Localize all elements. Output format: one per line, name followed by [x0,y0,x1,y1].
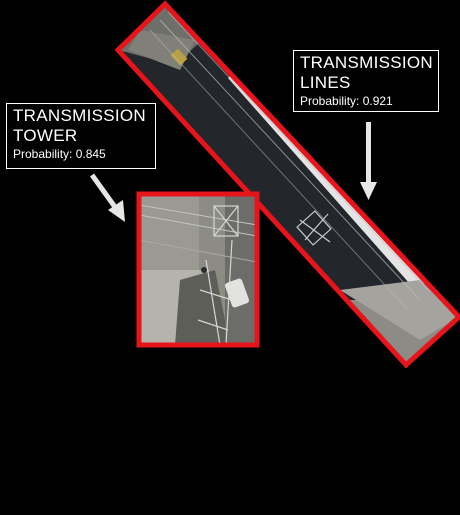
transmission-tower-image-crop [139,194,257,345]
transmission-tower-arrow [89,173,125,222]
transmission-lines-arrow [360,122,377,200]
transmission-lines-title: TRANSMISSION LINES [300,53,434,92]
transmission-tower-title: TRANSMISSION TOWER [13,106,147,145]
transmission-tower-probability: Probability: 0.845 [13,147,106,161]
transmission-lines-label: TRANSMISSION LINES Probability: 0.921 [293,50,439,112]
transmission-lines-bounding-box [114,0,460,369]
transmission-tower-label: TRANSMISSION TOWER Probability: 0.845 [6,103,156,169]
transmission-tower-bounding-box [136,191,260,348]
transmission-lines-probability: Probability: 0.921 [300,94,393,108]
